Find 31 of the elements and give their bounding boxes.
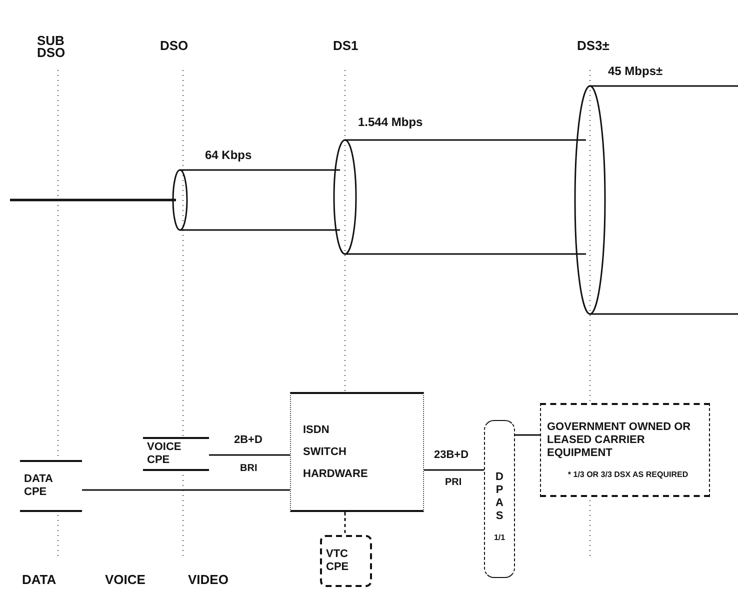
device-box — [320, 535, 372, 587]
box-label: GOVERNMENT OWNED OR LEASED CARRIER EQUIPMENT — [547, 420, 692, 460]
interface-label: PRI — [445, 476, 462, 490]
box-label: VTC CPE — [326, 548, 350, 574]
category-label: DATA — [22, 572, 56, 587]
column-heading: SUB DSO — [37, 35, 66, 59]
column-heading: DS3± — [577, 38, 610, 53]
connector-line — [515, 434, 540, 436]
connector-line — [82, 489, 290, 491]
box-note: * 1/3 OR 3/3 DSX AS REQUIRED — [566, 470, 690, 480]
box-label: ISDN SWITCH HARDWARE — [303, 423, 369, 482]
rate-label: 45 Mbps± — [608, 64, 663, 79]
rounded-panel — [484, 420, 515, 578]
rate-label: 1.544 Mbps — [358, 115, 423, 130]
interface-label: BRI — [240, 462, 258, 476]
column-heading: DSO — [160, 38, 188, 53]
category-label: VOICE — [105, 572, 146, 587]
category-label: VIDEO — [188, 572, 228, 587]
connector-line — [344, 512, 346, 535]
switch-box — [290, 392, 424, 512]
box-label: DPAS — [496, 471, 504, 523]
box-label: VOICE CPE — [147, 441, 182, 467]
edge-label: 23B+D — [432, 449, 471, 461]
connector-line — [424, 469, 484, 471]
edge-label: 2B+D — [232, 434, 264, 446]
rate-label: 64 Kbps — [205, 148, 252, 163]
equipment-box — [540, 403, 710, 497]
column-heading: DS1 — [333, 38, 358, 53]
connector-line — [209, 454, 290, 456]
box-label: DATA CPE — [24, 473, 54, 499]
box-note: 1/1 — [494, 533, 506, 543]
